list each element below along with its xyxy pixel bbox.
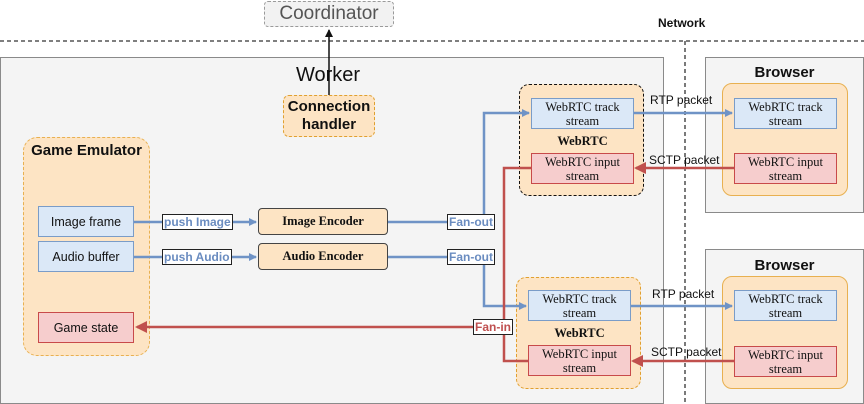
image-frame-node: Image frame [38, 206, 134, 237]
connection-handler-node: Connection handler [283, 95, 375, 137]
fan-in-label: Fan-in [473, 319, 513, 335]
coordinator-node: Coordinator [264, 1, 394, 27]
image-encoder-node: Image Encoder [258, 208, 388, 235]
browser-title-1: Browser [754, 63, 815, 81]
audio-encoder-node: Audio Encoder [258, 243, 388, 270]
fan-out-label-2: Fan-out [447, 249, 495, 265]
rtp-packet-label-1: RTP packet [650, 93, 713, 107]
push-audio-label: push Audio [162, 249, 232, 265]
audio-buffer-node: Audio buffer [38, 241, 134, 272]
fan-in-edge-1 [502, 166, 531, 326]
webrtc-input-stream-1: WebRTC input stream [531, 153, 634, 184]
fan-out-label-1: Fan-out [447, 214, 495, 230]
webrtc-track-stream-2: WebRTC track stream [528, 290, 631, 321]
webrtc-track-stream-1: WebRTC track stream [531, 98, 634, 129]
fan-out-image-edge [388, 109, 530, 224]
game-emulator-title: Game Emulator [31, 142, 142, 159]
fan-in-edge-2 [502, 326, 528, 363]
game-state-node: Game state [38, 312, 134, 343]
webrtc-input-stream-2: WebRTC input stream [528, 345, 631, 376]
browser-track-stream-2: WebRTC track stream [734, 290, 837, 321]
rtp-packet-label-2: RTP packet [652, 287, 715, 301]
browser-track-stream-1: WebRTC track stream [734, 98, 837, 129]
sctp-packet-label-1: SCTP packet [649, 153, 720, 167]
worker-label: Worker [295, 64, 361, 86]
webrtc-label-1: WebRTC [557, 133, 608, 148]
sctp-packet-label-2: SCTP packet [651, 345, 722, 359]
browser-input-stream-1: WebRTC input stream [734, 153, 837, 184]
network-label: Network [658, 16, 706, 30]
browser-input-stream-2: WebRTC input stream [734, 346, 837, 377]
browser-title-2: Browser [754, 256, 815, 274]
push-image-label: push Image [162, 214, 233, 230]
webrtc-label-2: WebRTC [554, 325, 605, 340]
